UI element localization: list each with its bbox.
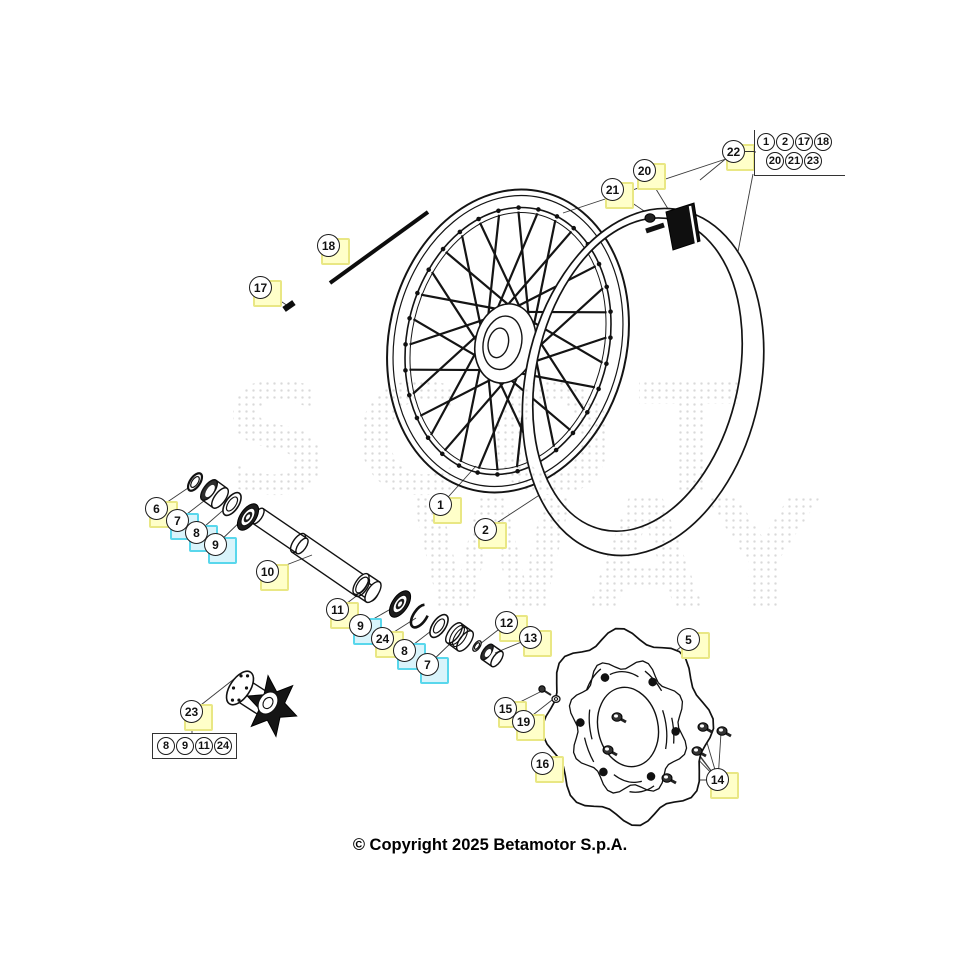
callout-number: 24 (371, 627, 394, 650)
legend-item-23[interactable]: 23 (804, 152, 822, 170)
callout-number: 22 (722, 140, 745, 163)
callout-5[interactable]: 5 (677, 628, 710, 659)
callout-13[interactable]: 13 (519, 626, 552, 657)
callout-11[interactable]: 11 (326, 598, 359, 629)
callout-22[interactable]: 22 (722, 140, 755, 171)
callout-number: 1 (429, 493, 452, 516)
callout-14[interactable]: 14 (706, 768, 739, 799)
hub-kit-item-24[interactable]: 24 (214, 737, 232, 755)
legend-bracket (754, 130, 845, 176)
spoke-nipples (403, 205, 613, 477)
callout-17[interactable]: 17 (249, 276, 282, 307)
tire (521, 207, 765, 557)
callout-9a[interactable]: 9 (204, 533, 237, 564)
hub-kit-item-9[interactable]: 9 (176, 737, 194, 755)
callout-number: 8 (393, 639, 416, 662)
legend-item-1[interactable]: 1 (757, 133, 775, 151)
callout-number: 15 (494, 697, 517, 720)
callout-number: 18 (317, 234, 340, 257)
disc-bolts (538, 685, 732, 785)
copyright-text: © Copyright 2025 Betamotor S.p.A. (352, 836, 628, 854)
callout-1[interactable]: 1 (429, 493, 462, 524)
callout-number: 5 (677, 628, 700, 651)
bearing-seal-spacer-parts (186, 472, 504, 668)
callout-21[interactable]: 21 (601, 178, 634, 209)
callout-number: 10 (256, 560, 279, 583)
callout-24[interactable]: 24 (371, 627, 404, 658)
callout-number: 21 (601, 178, 624, 201)
legend-item-17[interactable]: 17 (795, 133, 813, 151)
callout-number: 2 (474, 518, 497, 541)
callout-number: 16 (531, 752, 554, 775)
rim-lock-part (644, 202, 701, 251)
spare-spoke-part (328, 210, 430, 285)
callout-18[interactable]: 18 (317, 234, 350, 265)
callout-16[interactable]: 16 (531, 752, 564, 783)
callout-number: 23 (180, 700, 203, 723)
legend-connector (744, 151, 754, 152)
callout-number: 13 (519, 626, 542, 649)
front-wheel-rim (386, 188, 630, 494)
callout-number: 17 (249, 276, 272, 299)
callout-number: 19 (512, 710, 535, 733)
callout-number: 9 (349, 614, 372, 637)
callout-number: 6 (145, 497, 168, 520)
callout-number: 12 (495, 611, 518, 634)
hub-kit-item-8[interactable]: 8 (157, 737, 175, 755)
callout-number: 11 (326, 598, 349, 621)
callout-number: 14 (706, 768, 729, 791)
callout-number: 7 (166, 509, 189, 532)
callout-15[interactable]: 15 (494, 697, 527, 728)
callout-7b[interactable]: 7 (416, 653, 449, 684)
callout-2[interactable]: 2 (474, 518, 507, 549)
callout-number: 8 (185, 521, 208, 544)
callout-6[interactable]: 6 (145, 497, 178, 528)
spoke-nipple-part (282, 300, 296, 312)
callout-20[interactable]: 20 (633, 159, 666, 190)
legend-item-18[interactable]: 18 (814, 133, 832, 151)
rim-lock-nut-part (644, 213, 656, 223)
wheel-spokes (409, 211, 607, 471)
callout-19[interactable]: 19 (512, 710, 545, 741)
callout-9b[interactable]: 9 (349, 614, 382, 645)
legend-item-20[interactable]: 20 (766, 152, 784, 170)
callout-8b[interactable]: 8 (393, 639, 426, 670)
legend-item-21[interactable]: 21 (785, 152, 803, 170)
legend-item-2[interactable]: 2 (776, 133, 794, 151)
wheel-hub-center (473, 303, 537, 384)
callout-10[interactable]: 10 (256, 560, 289, 591)
callout-number: 7 (416, 653, 439, 676)
callout-23[interactable]: 23 (180, 700, 213, 731)
callout-number: 20 (633, 159, 656, 182)
hub-kit-item-11[interactable]: 11 (195, 737, 213, 755)
callout-12[interactable]: 12 (495, 611, 528, 642)
hub-part (225, 670, 298, 738)
callout-number: 9 (204, 533, 227, 556)
